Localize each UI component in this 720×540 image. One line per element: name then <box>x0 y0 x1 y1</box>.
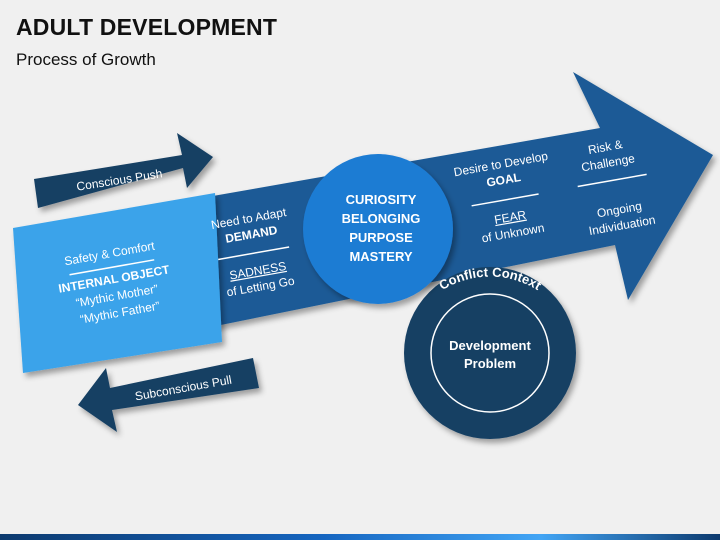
belonging-label: BELONGING <box>342 211 421 226</box>
conscious-push-arrow <box>34 133 213 208</box>
internal-object-box <box>13 193 222 373</box>
divider <box>69 259 155 276</box>
conflict-context-circle <box>404 267 576 439</box>
curiosity-label: CURIOSITY <box>346 192 417 207</box>
slide-title: ADULT DEVELOPMENT <box>16 14 278 40</box>
risk-label: Risk & <box>587 137 624 157</box>
center-values-circle <box>303 154 453 304</box>
purpose-label: PURPOSE <box>349 230 413 245</box>
mastery-label: MASTERY <box>349 249 412 264</box>
divider <box>577 173 647 188</box>
inner-ring <box>430 293 550 413</box>
divider <box>218 246 290 261</box>
slide-subtitle: Process of Growth <box>16 50 156 69</box>
subconscious-pull-arrow <box>78 358 259 432</box>
divider <box>471 193 539 207</box>
bottom-accent-bar <box>0 534 720 540</box>
fear-label: FEAR <box>493 208 527 227</box>
problem-label: Problem <box>464 356 516 371</box>
goal-label: GOAL <box>485 170 522 190</box>
development-label: Development <box>449 338 531 353</box>
